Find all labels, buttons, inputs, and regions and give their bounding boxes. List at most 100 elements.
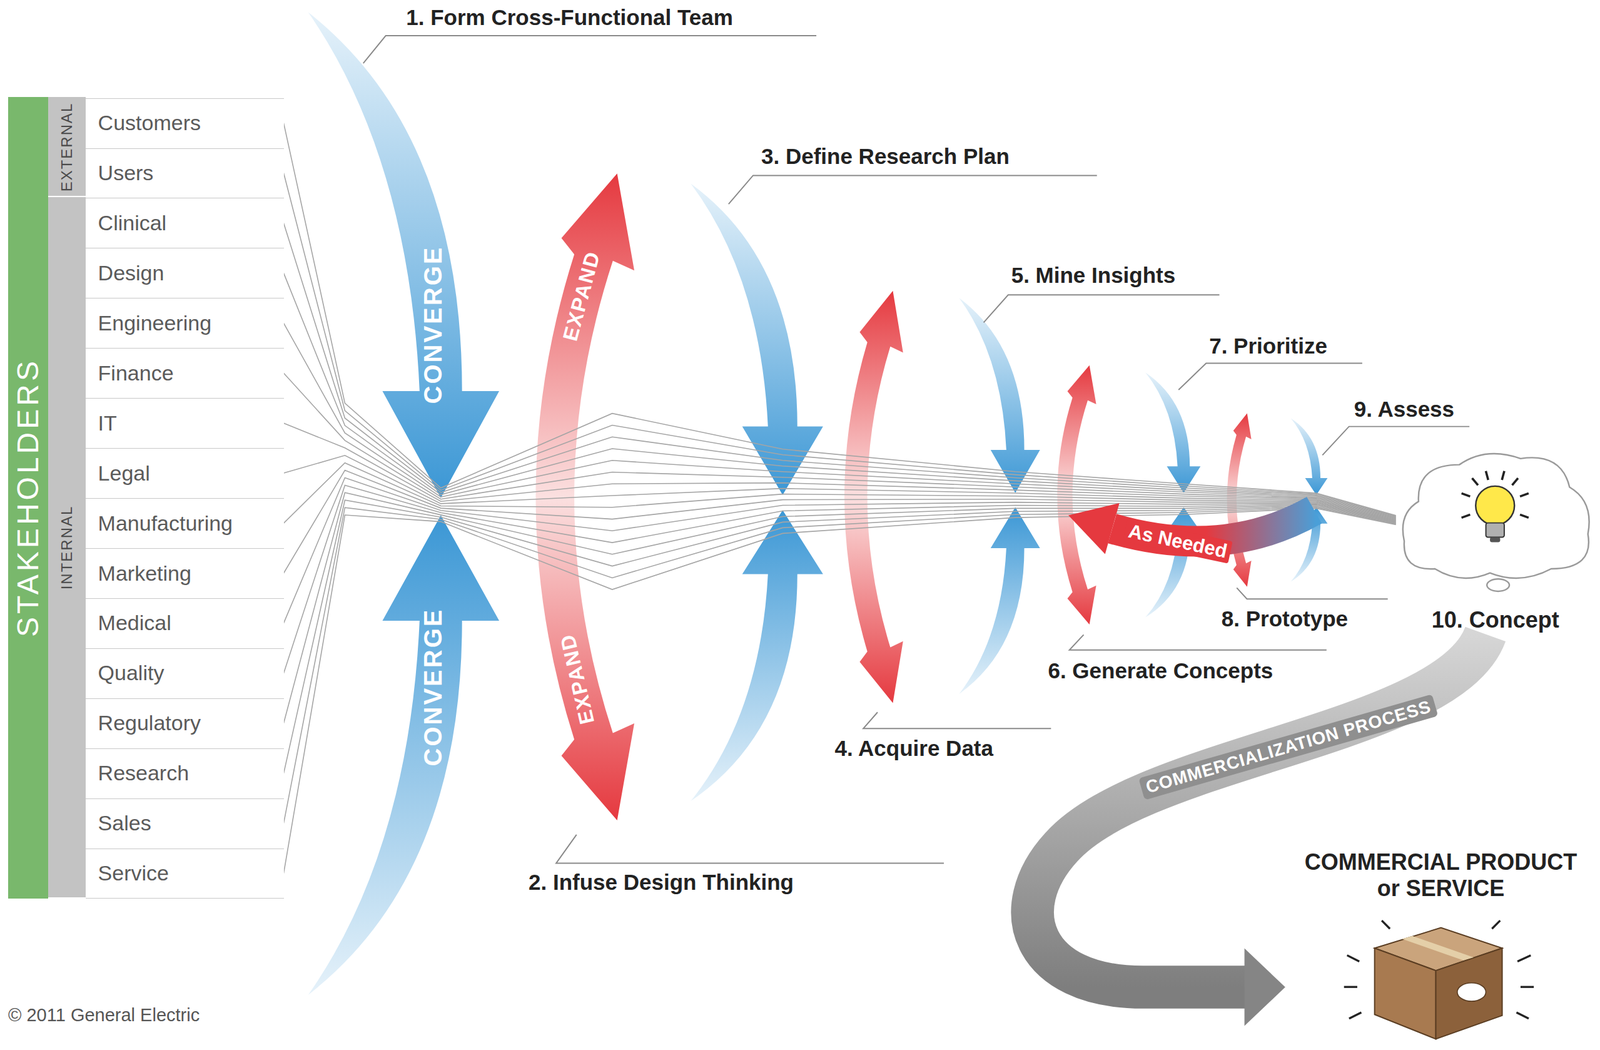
- edge-label: COMMERCIALIZATION PROCESS: [1139, 693, 1440, 800]
- stakeholder-line: [283, 484, 1397, 674]
- leader-line: [728, 175, 1098, 204]
- stakeholder-line: [283, 455, 1397, 520]
- step-label: 2. Infuse Design Thinking: [528, 868, 794, 894]
- bulb-ray: [1519, 514, 1529, 518]
- product-box: COMMERCIAL PRODUCT or SERVICE: [1287, 848, 1594, 1043]
- bulb-ray: [1461, 514, 1470, 518]
- stakeholder-row: Sales: [85, 798, 284, 849]
- stakeholder-row: Research: [85, 748, 284, 799]
- expand-arrow: [1227, 412, 1252, 587]
- stakeholder-group: INTERNALClinicalDesignEngineeringFinance…: [48, 197, 284, 899]
- converge-arrow: [958, 297, 1040, 493]
- stakeholder-row: Manufacturing: [85, 497, 284, 548]
- leader-line: [983, 294, 1220, 323]
- leader-line: [556, 834, 944, 864]
- step-label: 6. Generate Concepts: [1047, 658, 1273, 684]
- stakeholder-row: Design: [85, 247, 284, 298]
- thought-cloud: [1396, 444, 1595, 633]
- converge-arrow: [958, 506, 1040, 694]
- bulb-ray: [1519, 492, 1529, 497]
- stakeholder-row: Marketing: [85, 547, 284, 598]
- step-label: 5. Mine Insights: [1011, 262, 1176, 288]
- step-label: 4. Acquire Data: [834, 735, 994, 761]
- leader-line: [1069, 634, 1327, 650]
- bulb-ray: [1511, 477, 1518, 485]
- shine-ray: [1346, 955, 1360, 962]
- bulb-base: [1485, 522, 1504, 537]
- arrow-label: CONVERGE: [418, 607, 448, 766]
- cloud-outline: [1402, 453, 1590, 578]
- stakeholder-row: Service: [85, 848, 284, 899]
- loop-back-arrowhead: [1068, 502, 1120, 555]
- box-tape: [1402, 935, 1474, 961]
- step-label: 7. Prioritize: [1209, 333, 1328, 359]
- leader-line: [1322, 426, 1470, 456]
- converge-arrow: [308, 515, 500, 995]
- commercialization-arrow: [1032, 633, 1486, 987]
- shine-ray: [1520, 985, 1534, 988]
- light-bulb: [1475, 486, 1515, 525]
- bulb-ray: [1461, 492, 1470, 497]
- converge-arrow: [1145, 372, 1201, 493]
- arrow-label: CONVERGE: [418, 245, 448, 404]
- cloud-bubble: [1486, 578, 1510, 592]
- stakeholder-line: [283, 322, 1397, 518]
- shine-ray: [1344, 985, 1358, 988]
- box-left: [1374, 948, 1436, 1039]
- stakeholder-name: Quality: [98, 661, 165, 686]
- stakeholder-line: [283, 272, 1397, 517]
- stakeholder-line: [283, 492, 1397, 724]
- step-label: 3. Define Research Plan: [761, 143, 1010, 169]
- stakeholder-row: IT: [85, 397, 284, 448]
- stakeholder-name: Sales: [98, 811, 152, 836]
- stakeholder-row: Legal: [85, 447, 284, 498]
- shine-ray: [1349, 1012, 1362, 1019]
- bulb-ray: [1485, 470, 1489, 480]
- shine-ray: [1491, 920, 1500, 929]
- stakeholder-name: Design: [98, 260, 165, 286]
- stakeholder-name: Regulatory: [98, 711, 201, 736]
- stakeholder-name: Finance: [98, 360, 174, 386]
- shine-ray: [1516, 1012, 1529, 1019]
- stakeholder-row: Finance: [85, 347, 284, 398]
- step-label: 9. Assess: [1354, 396, 1455, 422]
- box-right: [1435, 948, 1502, 1039]
- stakeholder-line: [283, 477, 1397, 623]
- concept-label: 10. Concept: [1431, 606, 1560, 633]
- stakeholder-name: Customers: [98, 111, 201, 136]
- stakeholder-line: [283, 173, 1397, 517]
- stakeholder-group: EXTERNAL CustomersUsers: [48, 96, 284, 198]
- stakeholder-row: Customers: [85, 98, 284, 149]
- stakeholder-row: Regulatory: [85, 698, 284, 749]
- converge-arrow: [1291, 418, 1328, 495]
- stakeholder-row: Quality: [85, 648, 284, 699]
- step-label: 1. Form Cross-Functional Team: [405, 5, 734, 31]
- stakeholder-line: [283, 123, 1397, 516]
- stakeholder-band: STAKEHOLDERSEXTERNALCustomersUsersINTERN…: [8, 96, 284, 899]
- stakeholder-line: [283, 372, 1397, 518]
- converge-arrow: [690, 509, 823, 801]
- stakeholder-name: Marketing: [98, 561, 192, 586]
- stakeholder-line: [283, 470, 1397, 573]
- stakeholder-line: [283, 507, 1397, 873]
- stakeholder-row: Clinical: [85, 197, 284, 248]
- band-label: STAKEHOLDERS: [10, 357, 46, 637]
- stakeholder-line: [283, 499, 1397, 774]
- bulb-ray: [1471, 477, 1478, 485]
- bulb-tip: [1489, 536, 1500, 542]
- stakeholder-name: Engineering: [98, 310, 212, 336]
- arrowhead: [1244, 948, 1286, 1026]
- stakeholder-name: Users: [98, 160, 154, 186]
- leader-line: [363, 35, 817, 64]
- stakeholder-name: IT: [98, 410, 117, 436]
- stakeholder-name: Manufacturing: [98, 511, 233, 536]
- converge-arrow: [690, 183, 823, 495]
- stakeholder-name: Medical: [98, 611, 172, 636]
- stakeholder-row: Medical: [85, 597, 284, 649]
- stakeholder-name: Clinical: [98, 210, 168, 236]
- band-label: EXTERNAL: [58, 102, 76, 193]
- box-sticker: [1457, 982, 1487, 1001]
- product-label: COMMERCIAL PRODUCT or SERVICE: [1303, 848, 1579, 901]
- bulb-ray: [1501, 470, 1505, 480]
- stakeholder-row: Users: [85, 148, 284, 199]
